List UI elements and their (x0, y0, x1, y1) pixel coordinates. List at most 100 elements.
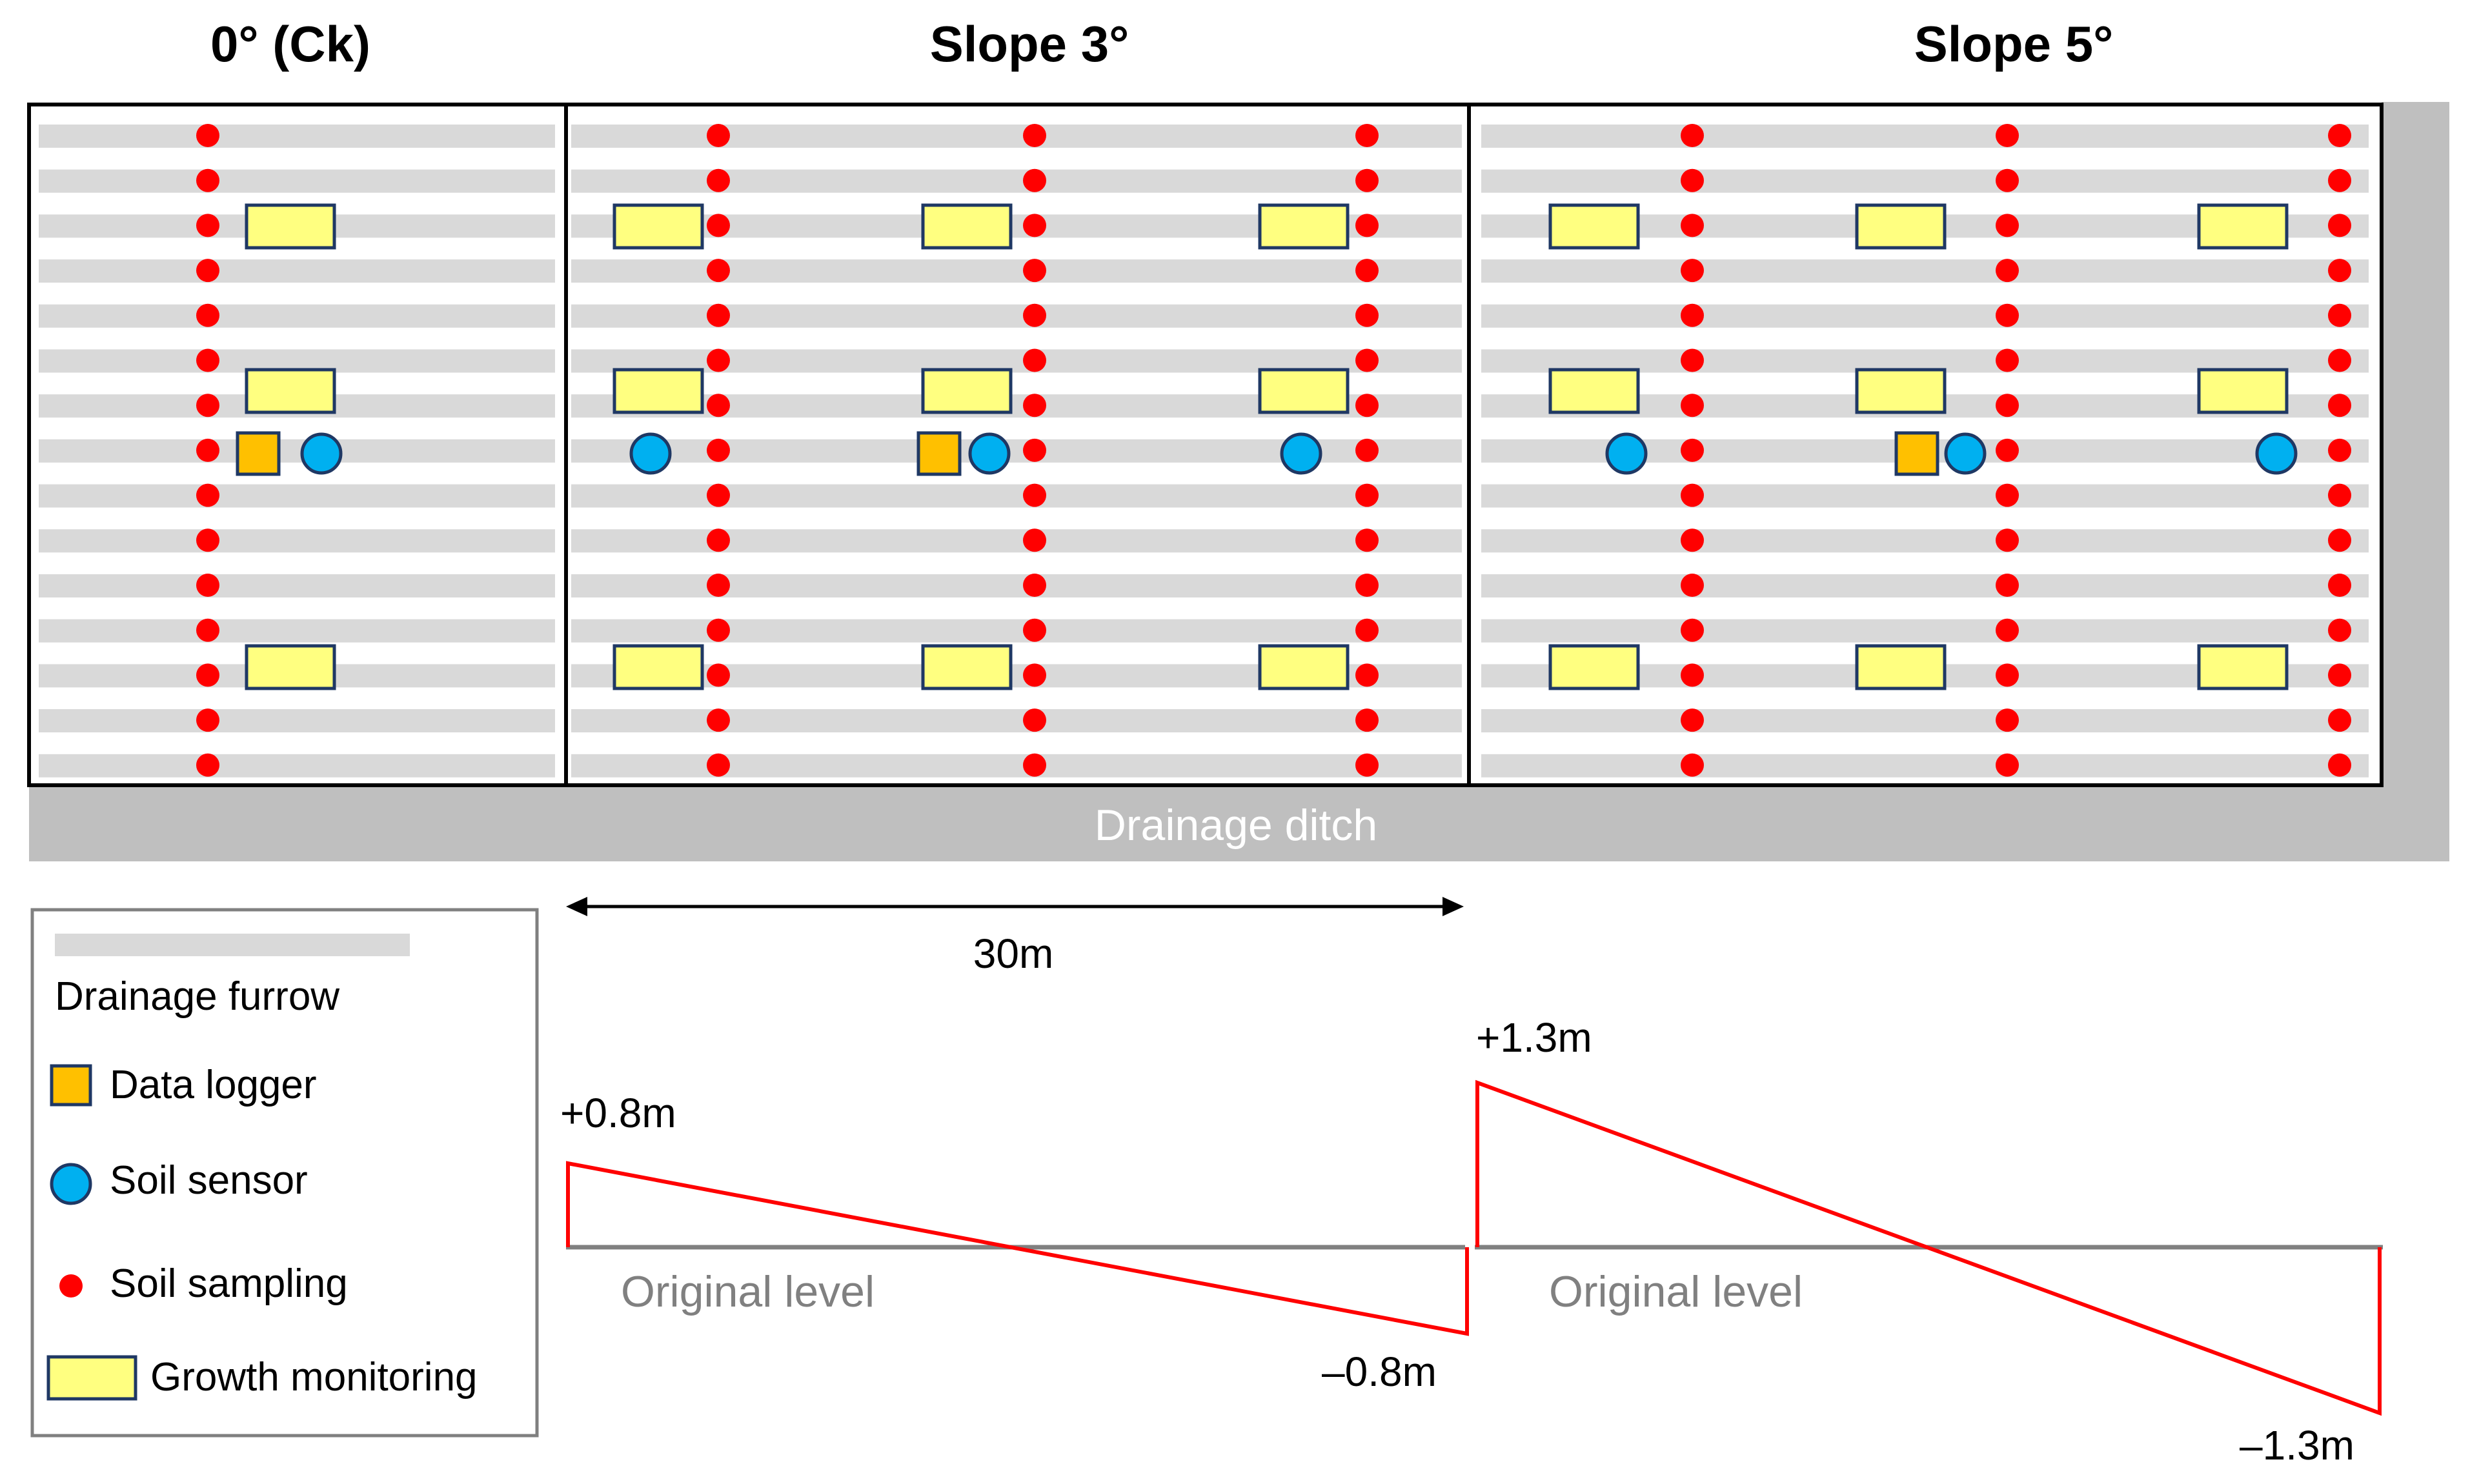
legend-logger-label: Data logger (110, 1063, 317, 1107)
data-logger (236, 431, 281, 476)
drainage-furrow (1481, 574, 2369, 597)
legend-logger-swatch (50, 1064, 92, 1107)
soil-sampling-point (1681, 708, 1704, 732)
drainage-furrow (39, 709, 555, 733)
soil-sampling-point (196, 753, 219, 777)
soil-sampling-point (1355, 483, 1379, 507)
drainage-furrow (571, 304, 1462, 328)
drainage-furrow (39, 484, 555, 508)
drainage-furrow (571, 754, 1462, 777)
soil-sampling-point (1681, 124, 1704, 147)
growth-monitoring-plot (1258, 644, 1350, 690)
soil-sensor (968, 432, 1011, 475)
soil-sampling-point (1023, 438, 1046, 462)
growth-monitoring-plot (2197, 644, 2289, 690)
soil-sampling-point (1681, 483, 1704, 507)
drainage-furrow (1481, 304, 2369, 328)
soil-sampling-point (2328, 753, 2351, 777)
soil-sampling-point (1355, 663, 1379, 687)
growth-monitoring-plot (1258, 203, 1350, 250)
drainage-furrow (39, 529, 555, 553)
title-slope3: Slope 3° (930, 15, 1129, 72)
soil-sampling-point (1023, 618, 1046, 642)
soil-sampling-point (1355, 303, 1379, 327)
soil-sampling-point (707, 394, 730, 417)
soil-sampling-point (196, 124, 219, 147)
soil-sampling-point (1023, 124, 1046, 147)
legend-sampling-label: Soil sampling (110, 1261, 348, 1306)
growth-monitoring-plots (245, 203, 2289, 690)
soil-sampling-point (196, 394, 219, 417)
soil-sampling-point (1355, 259, 1379, 283)
drainage-furrow (571, 439, 1462, 463)
soil-sampling-point (1681, 348, 1704, 372)
soil-sampling-point (1355, 574, 1379, 597)
soil-sampling-point (1355, 214, 1379, 237)
soil-sampling-point (196, 303, 219, 327)
soil-sampling-point (1681, 438, 1704, 462)
drainage-furrow (571, 529, 1462, 553)
soil-sampling-point (196, 574, 219, 597)
slope3-original-level-label: Original level (621, 1267, 875, 1316)
soil-sampling-point (1681, 753, 1704, 777)
slope3-low-label: –0.8m (1322, 1349, 1437, 1395)
soil-sampling-point (1996, 124, 2019, 147)
soil-sampling-point (1355, 124, 1379, 147)
soil-sampling-point (196, 708, 219, 732)
growth-monitoring-plot (1258, 368, 1350, 414)
drainage-ditch-right (2382, 102, 2449, 861)
soil-sampling-point (1681, 214, 1704, 237)
soil-sensor (1605, 432, 1648, 475)
slope5-original-level-label: Original level (1549, 1267, 1803, 1316)
soil-sampling-point (196, 663, 219, 687)
legend-furrow-label: Drainage furrow (55, 974, 339, 1019)
distance-label: 30m (973, 930, 1054, 977)
soil-sampling-point (196, 259, 219, 283)
growth-monitoring-plot (612, 644, 704, 690)
soil-sampling-point (707, 528, 730, 552)
growth-monitoring-plot (612, 368, 704, 414)
growth-monitoring-plot (245, 203, 336, 250)
soil-sensor (2255, 432, 2298, 475)
soil-sampling-point (1681, 663, 1704, 687)
soil-sampling-point (707, 214, 730, 237)
soil-sampling-point (1996, 214, 2019, 237)
growth-monitoring-plot (1855, 644, 1947, 690)
soil-sampling-point (1355, 708, 1379, 732)
drainage-furrow (571, 169, 1462, 193)
soil-sampling-point (196, 214, 219, 237)
soil-sampling-point (1681, 618, 1704, 642)
soil-sampling-point (1681, 259, 1704, 283)
drainage-furrow (1481, 529, 2369, 553)
slope5-low-label: –1.3m (2240, 1422, 2354, 1469)
legend-box (30, 908, 539, 1438)
soil-sampling-point (707, 618, 730, 642)
soil-sampling-point (1996, 574, 2019, 597)
legend-growth-swatch (46, 1355, 137, 1401)
soil-sampling-point (1355, 168, 1379, 192)
drainage-ditch-bottom (29, 786, 2449, 861)
soil-sampling-point (2328, 663, 2351, 687)
slope3-high-label: +0.8m (560, 1090, 676, 1136)
soil-sampling-point (2328, 168, 2351, 192)
drainage-furrow (39, 259, 555, 283)
drainage-furrow (1481, 709, 2369, 733)
drainage-furrow (39, 439, 555, 463)
soil-sampling-point (2328, 574, 2351, 597)
legend-growth-label: Growth monitoring (150, 1355, 478, 1399)
soil-sampling-point (1023, 259, 1046, 283)
drainage-furrow (39, 754, 555, 777)
soil-sampling-point (196, 483, 219, 507)
growth-monitoring-plot (245, 644, 336, 690)
soil-sampling-point (1355, 438, 1379, 462)
soil-sampling-point (707, 438, 730, 462)
drainage-furrow (1481, 259, 2369, 283)
soil-sampling-point (1996, 303, 2019, 327)
drainage-furrow (1481, 754, 2369, 777)
soil-sensor (629, 432, 672, 475)
soil-sampling-point (1996, 483, 2019, 507)
soil-sampling-point (1023, 394, 1046, 417)
soil-sampling-point (707, 303, 730, 327)
data-logger (916, 431, 962, 476)
soil-sensor (1944, 432, 1987, 475)
